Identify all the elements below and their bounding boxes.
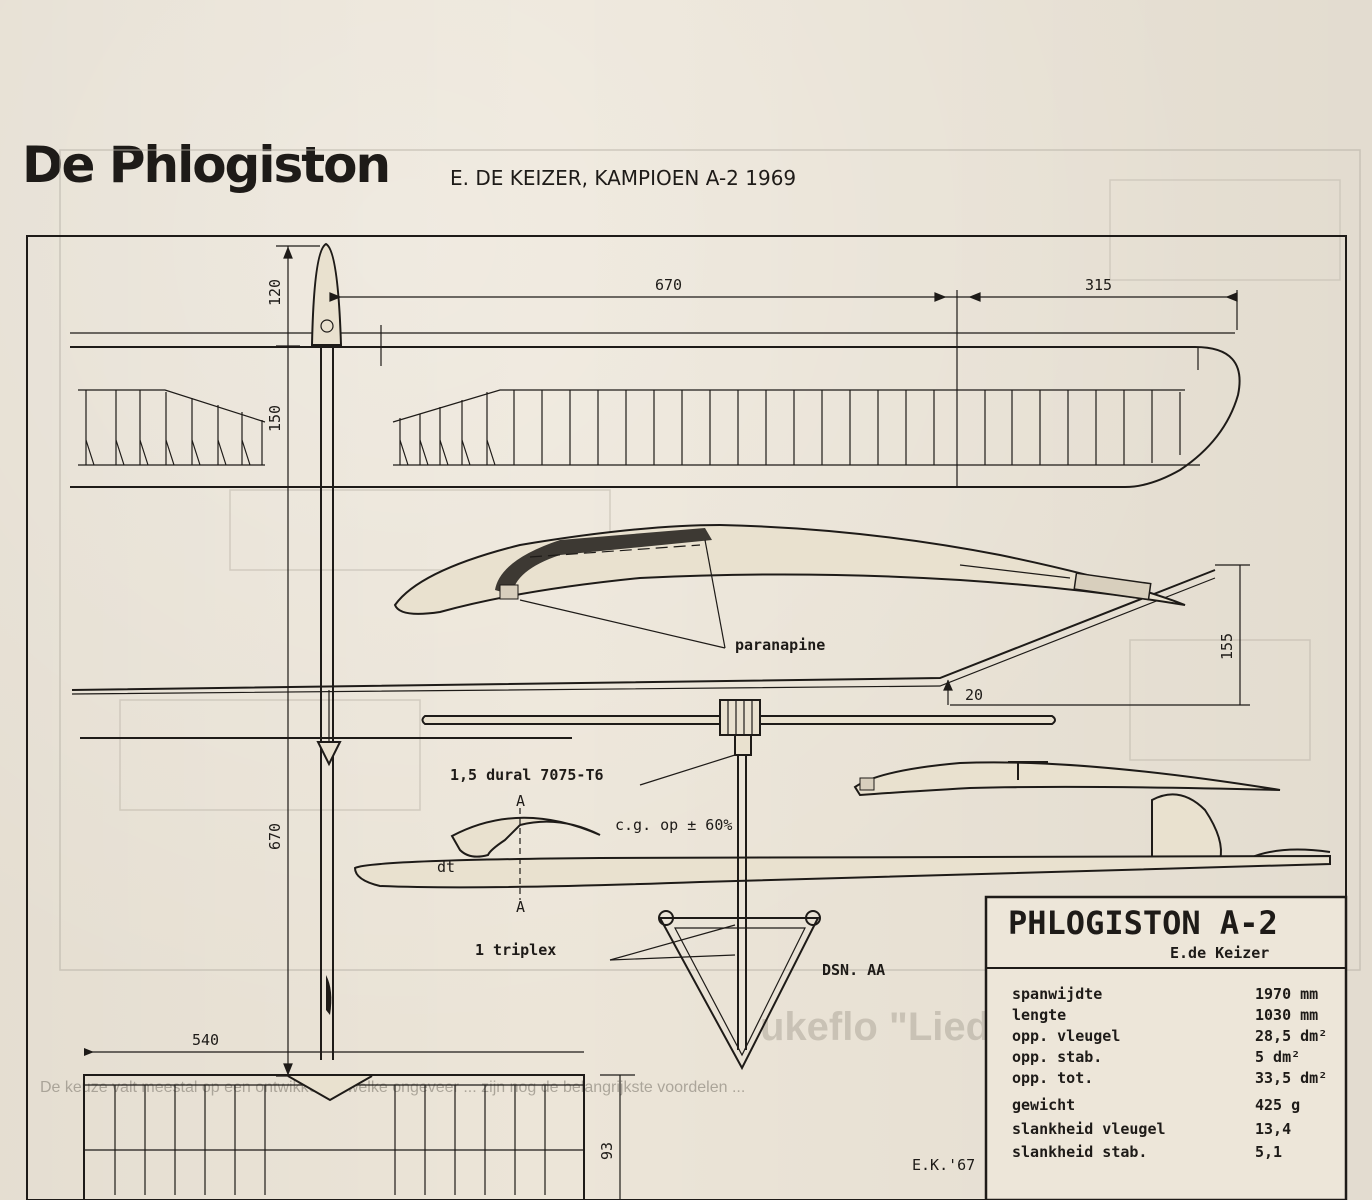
- label-a-bottom: A: [516, 898, 525, 916]
- label-dural: 1,5 dural 7075-T6: [450, 766, 604, 784]
- spec-label: gewicht: [1012, 1096, 1075, 1114]
- spec-label: slankheid vleugel: [1012, 1120, 1166, 1138]
- spec-value: 5 dm²: [1255, 1048, 1300, 1066]
- pylon: [719, 699, 761, 1050]
- section-aa: [658, 910, 821, 1071]
- spec-label: spanwijdte: [1012, 985, 1102, 1003]
- spec-value: 5,1: [1255, 1143, 1282, 1161]
- label-triplex: 1 triplex: [475, 941, 556, 959]
- stab-airfoil-section: [853, 761, 1281, 797]
- fuselage-dimension: [276, 245, 320, 1077]
- page-title: De Phlogiston: [22, 136, 391, 194]
- label-section: DSN. AA: [822, 961, 885, 979]
- side-view: [71, 569, 1216, 767]
- spec-value: 425 g: [1255, 1096, 1300, 1114]
- dim-93: 93: [598, 1142, 616, 1160]
- dim-120: 120: [266, 279, 284, 306]
- dim-670-side: 670: [266, 823, 284, 850]
- fuselage-side: [353, 808, 1331, 900]
- dihedral-dims: [943, 564, 1250, 706]
- dim-670-top: 670: [655, 276, 682, 294]
- spec-value: 33,5 dm²: [1255, 1069, 1327, 1087]
- label-cg: c.g. op ± 60%: [615, 816, 732, 834]
- signature: E.K.'67: [912, 1156, 975, 1174]
- label-paranapine: paranapine: [735, 636, 825, 654]
- spec-value: 1970 mm: [1255, 985, 1318, 1003]
- fin: [1151, 793, 1331, 861]
- label-dt: dt: [437, 858, 455, 876]
- spec-label: lengte: [1012, 1006, 1066, 1024]
- page-subtitle: E. DE KEIZER, KAMPIOEN A-2 1969: [450, 166, 797, 190]
- title-block: PHLOGISTON A-2 E.de Keizer spanwijdte 19…: [984, 895, 1348, 1200]
- spec-label: opp. stab.: [1012, 1048, 1102, 1066]
- span-dimension: [329, 290, 1238, 330]
- dim-20: 20: [965, 686, 983, 704]
- wing-airfoil-section: [393, 523, 1186, 615]
- dim-540: 540: [192, 1031, 219, 1049]
- wing-top-view: [70, 290, 1241, 488]
- fuselage-top-view: [310, 242, 343, 1060]
- spec-label: slankheid stab.: [1012, 1143, 1147, 1161]
- dim-315: 315: [1085, 276, 1112, 294]
- label-a-top: A: [516, 792, 525, 810]
- spec-value: 1030 mm: [1255, 1006, 1318, 1024]
- spec-value: 28,5 dm²: [1255, 1027, 1327, 1045]
- tb-name: PHLOGISTON A-2: [1008, 904, 1278, 942]
- svg-text:De keuze valt meestal op een o: De keuze valt meestal op een ontwikkelin…: [40, 1079, 745, 1096]
- spec-label: opp. tot.: [1012, 1069, 1093, 1087]
- spec-label: opp. vleugel: [1012, 1027, 1120, 1045]
- stab-top-view: [83, 1048, 635, 1200]
- tb-author: E.de Keizer: [1170, 944, 1269, 962]
- spec-value: 13,4: [1255, 1120, 1291, 1138]
- dim-155: 155: [1218, 633, 1236, 660]
- dim-150: 150: [266, 405, 284, 432]
- drawing-border: [26, 235, 1347, 1200]
